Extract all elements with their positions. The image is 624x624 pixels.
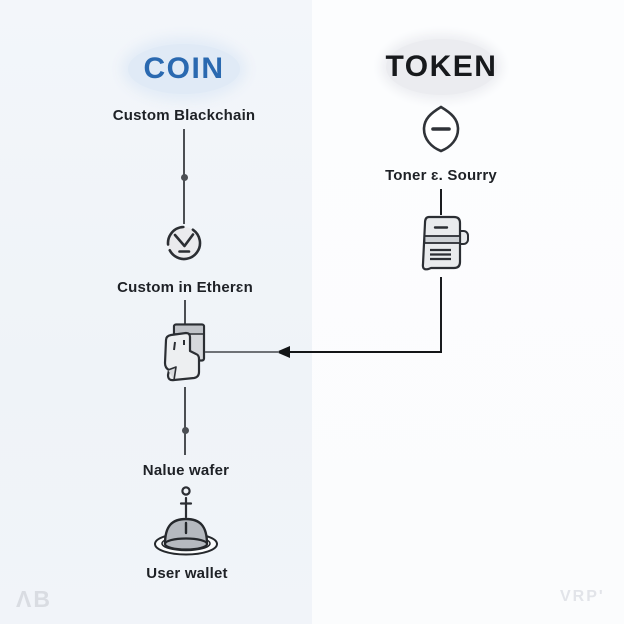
arrowhead-left-icon [276,346,290,358]
coin-label-wallet: User wallet [146,565,228,582]
arrow-tail-line [205,351,279,353]
coin-panel-background [0,0,312,624]
coin-connector-3 [184,387,186,455]
token-title-bubble: TOKEN [386,39,497,95]
watermark-bottom-right: VRP' [560,588,605,605]
clock-check-icon [166,225,202,261]
coin-connector-1-dot [181,174,188,181]
coin-title: COIN [143,52,225,85]
crumpled-box-icon [163,323,206,382]
watermark-bottom-left: ΛB [16,586,52,612]
token-connector-2 [440,277,442,353]
coin-connector-3-dot [182,427,189,434]
token-to-coin-line [289,351,442,353]
token-connector-1 [440,189,442,215]
coin-label-ethereum: Custom in Etherɛn [117,279,253,296]
coin-connector-2 [184,300,186,326]
hat-wallet-icon [154,517,218,556]
person-icon [179,486,193,519]
token-label-source: Toner ɛ. Sourry [385,167,497,184]
receipt-icon [421,215,469,271]
token-title: TOKEN [385,50,498,83]
coin-label-value: Nalue wafer [142,462,230,479]
token-panel-background [312,0,624,624]
coin-label-blockchain: Custom Blackchain [112,107,256,124]
seed-lens-icon [422,105,460,153]
coin-title-bubble: COIN [128,44,240,94]
